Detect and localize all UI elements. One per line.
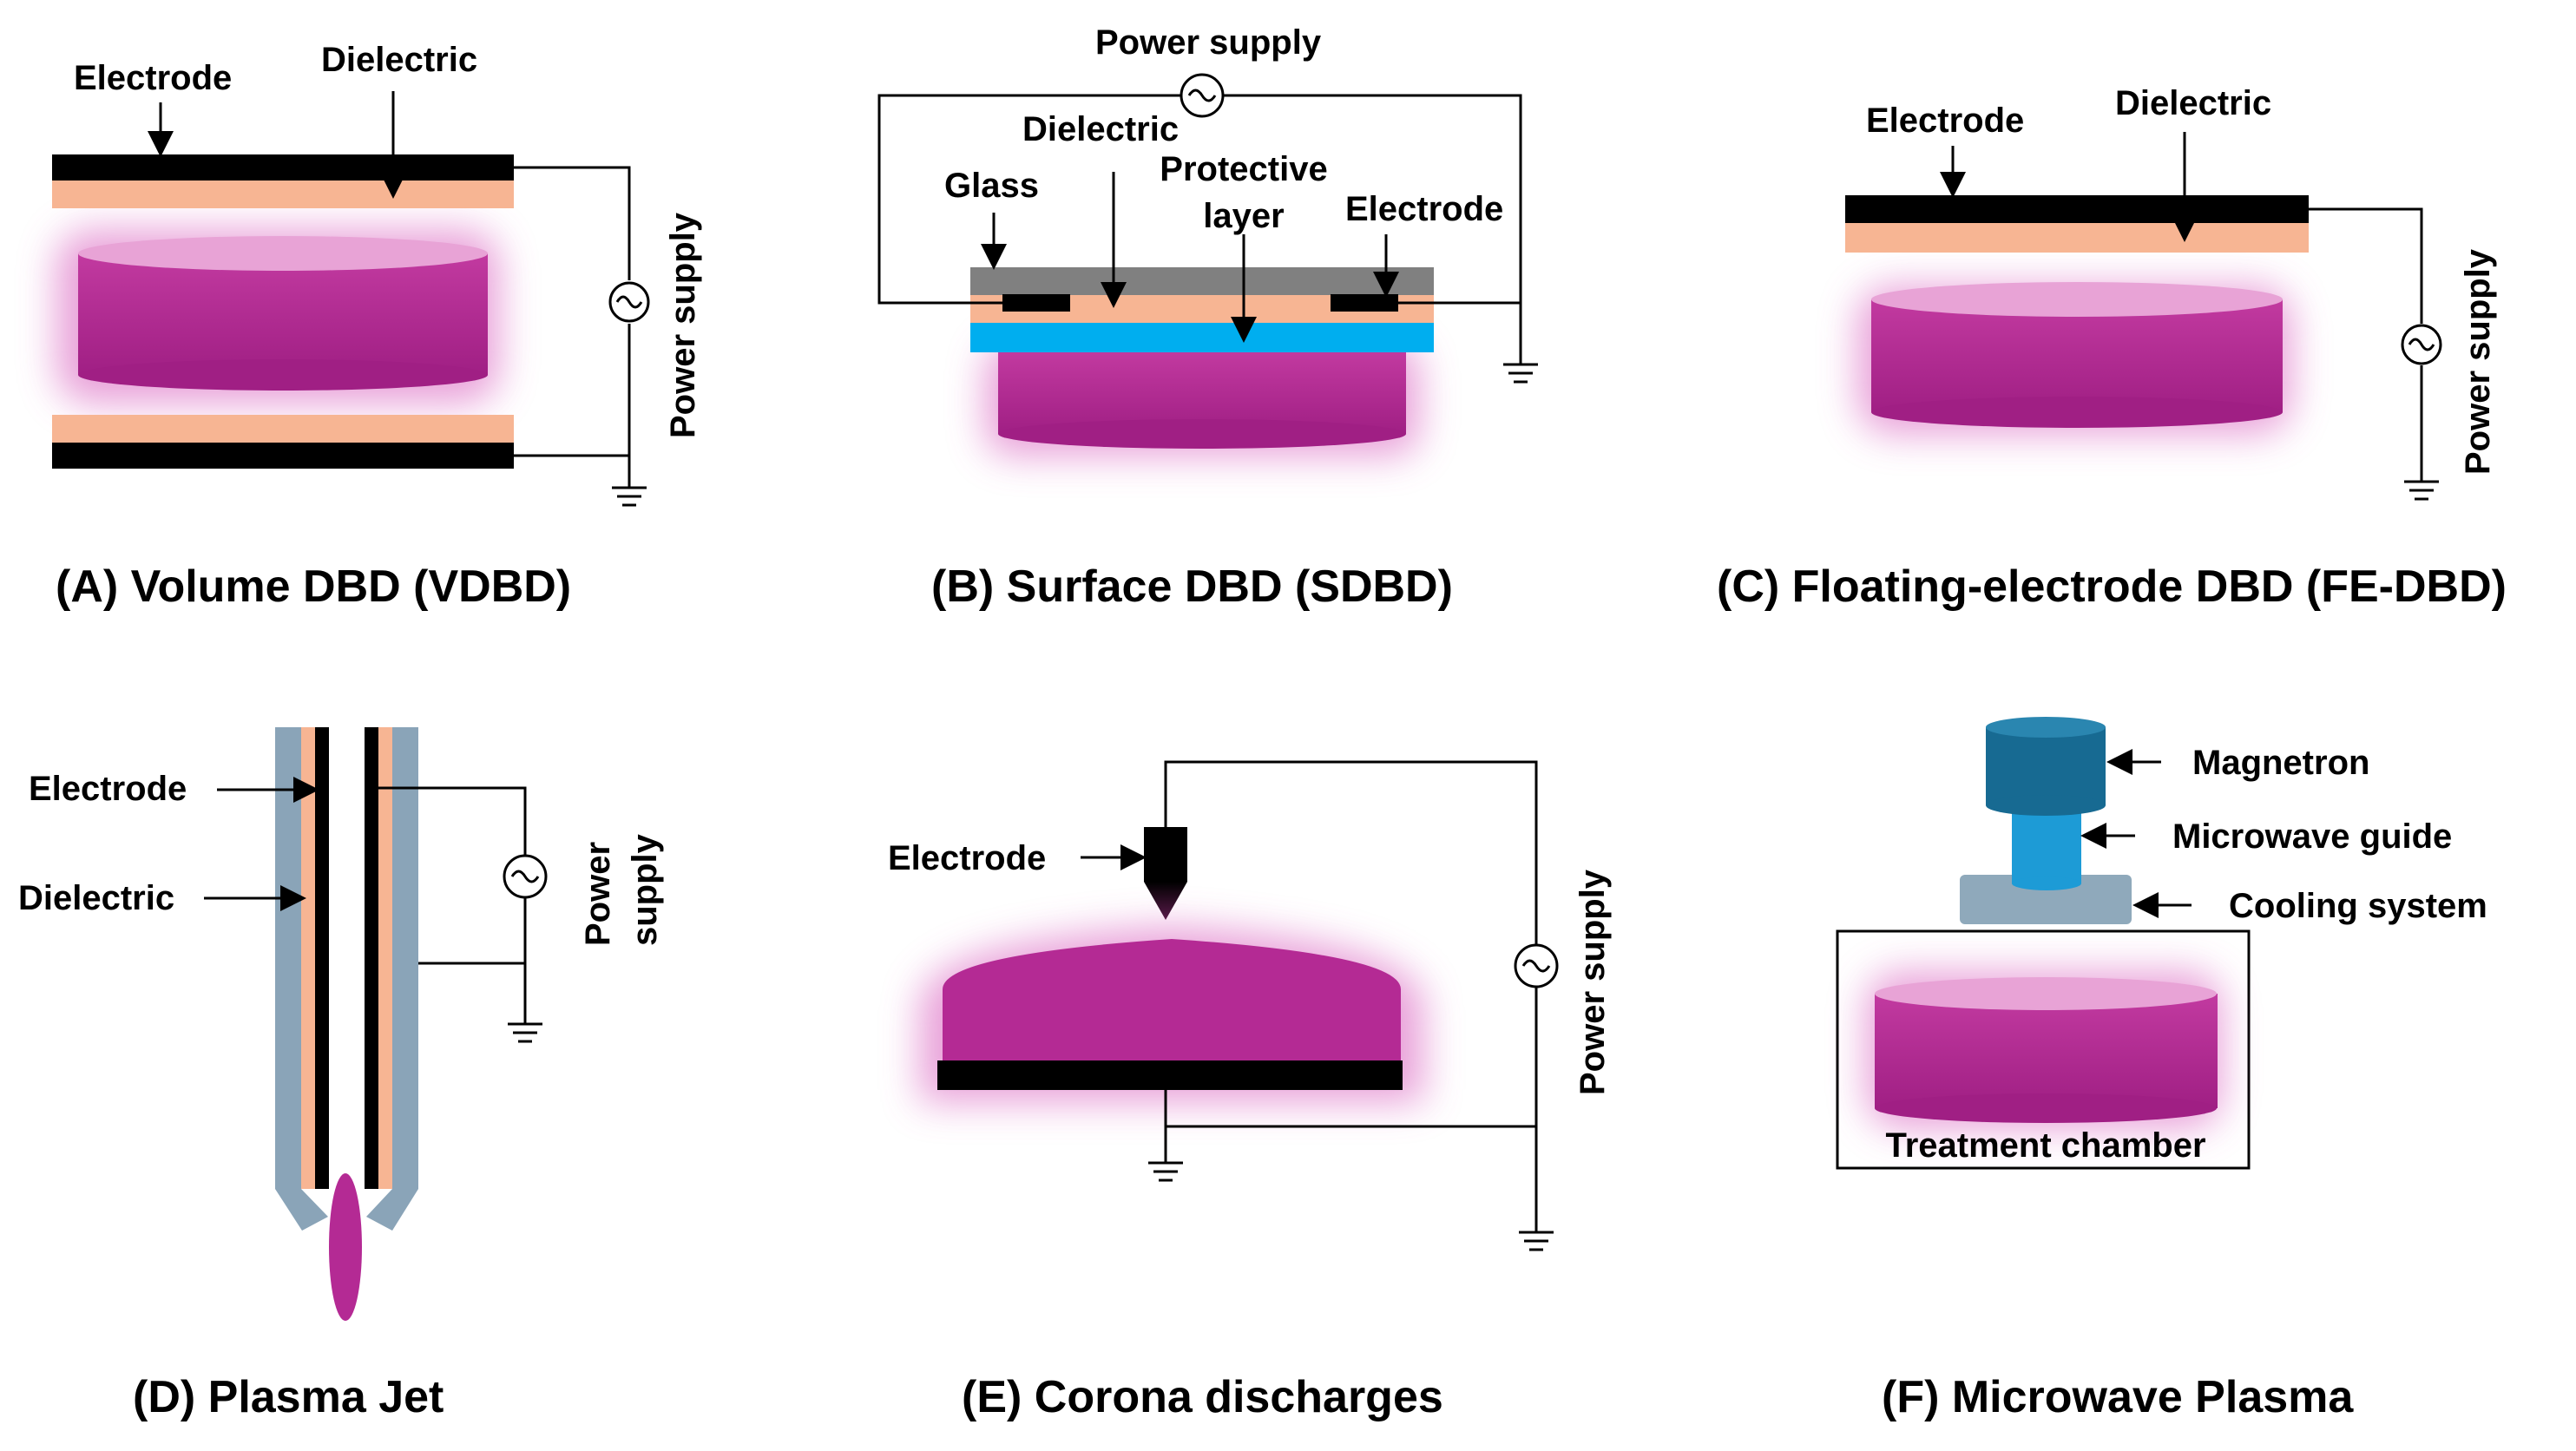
label-glass: Glass [944,167,1039,205]
label-power: Power [579,842,617,946]
plasma-jet-plume [329,1173,362,1321]
left-dielectric [301,727,315,1189]
caption-b: (B) Surface DBD (SDBD) [931,561,1453,612]
label-dielectric: Dielectric [2115,84,2271,122]
right-dielectric [378,727,392,1189]
label-electrode: Electrode [1345,190,1503,228]
bottom-dielectric [52,415,514,443]
top-electrode [52,154,514,181]
label-layer: layer [1203,197,1284,235]
ac-source-icon [608,281,650,323]
panel-plasma-jet: Electrode Dielectric Power supply (D) Pl… [18,727,664,1422]
label-electrode: Electrode [1866,102,2024,140]
label-power-supply: Power supply [1574,869,1612,1095]
ground-electrode-plate [937,1060,1403,1090]
circuit [877,94,1538,384]
caption-d: (D) Plasma Jet [133,1372,444,1422]
electrode [1845,195,2309,223]
magnetron-block [1986,717,2106,816]
label-treatment-chamber: Treatment chamber [1885,1126,2205,1165]
ac-source-icon [503,854,548,899]
right-outer-tube [392,727,418,1189]
caption-a: (A) Volume DBD (VDBD) [56,561,571,612]
label-dielectric: Dielectric [321,41,477,79]
right-electrode [1331,294,1398,312]
label-supply: supply [626,833,664,946]
plasma-cylinder [1875,977,2218,1123]
caption-e: (E) Corona discharges [962,1372,1443,1422]
left-electrode [1002,294,1070,312]
label-microwave-guide: Microwave guide [2172,817,2452,856]
ac-source-icon [1180,73,1225,118]
circuit [514,166,647,507]
panel-corona-discharge: Electrode Power supply (E) Corona discha… [888,760,1612,1422]
panel-volume-dbd: Electrode Dielectric Power supply (A) Vo… [52,41,702,612]
plasma-cylinder [78,236,488,391]
plasma-dome [943,939,1401,1067]
label-power-supply: Power supply [664,212,702,438]
glass-layer [970,267,1434,295]
plasma-cylinder [1871,282,2283,428]
bottom-electrode [52,443,514,469]
panel-floating-electrode-dbd: Electrode Dielectric Power supply (C) Fl… [1717,84,2507,612]
label-electrode: Electrode [74,59,232,97]
panel-microwave-plasma: Magnetron Microwave guide Cooling system… [1836,717,2487,1422]
label-electrode: Electrode [888,839,1046,877]
caption-f: (F) Microwave Plasma [1882,1372,2354,1422]
label-electrode: Electrode [29,770,187,808]
panel-surface-dbd: Power supply Dielectric Glass Protective… [877,23,1538,612]
dielectric [1845,223,2309,253]
label-power-supply: Power supply [1095,23,1322,62]
label-power-supply: Power supply [2459,248,2497,475]
left-nozzle [275,1189,328,1231]
circuit [378,786,542,1043]
label-dielectric: Dielectric [18,879,174,917]
label-cooling-system: Cooling system [2229,887,2487,925]
left-electrode [315,727,329,1189]
left-outer-tube [275,727,301,1189]
right-nozzle [366,1189,418,1231]
label-magnetron: Magnetron [2192,744,2369,782]
ac-source-icon [2401,324,2442,365]
label-dielectric: Dielectric [1022,110,1179,148]
needle-electrode [1144,827,1187,920]
right-electrode [365,727,378,1189]
protective-layer [970,323,1434,352]
circuit [1148,760,1554,1251]
top-dielectric [52,181,514,208]
cooling-system-block [1960,875,2132,924]
ac-source-icon [1514,943,1559,988]
caption-c: (C) Floating-electrode DBD (FE-DBD) [1717,561,2507,612]
label-protective: Protective [1160,150,1327,188]
plasma-cylinder [998,351,1406,449]
circuit [2309,207,2439,501]
